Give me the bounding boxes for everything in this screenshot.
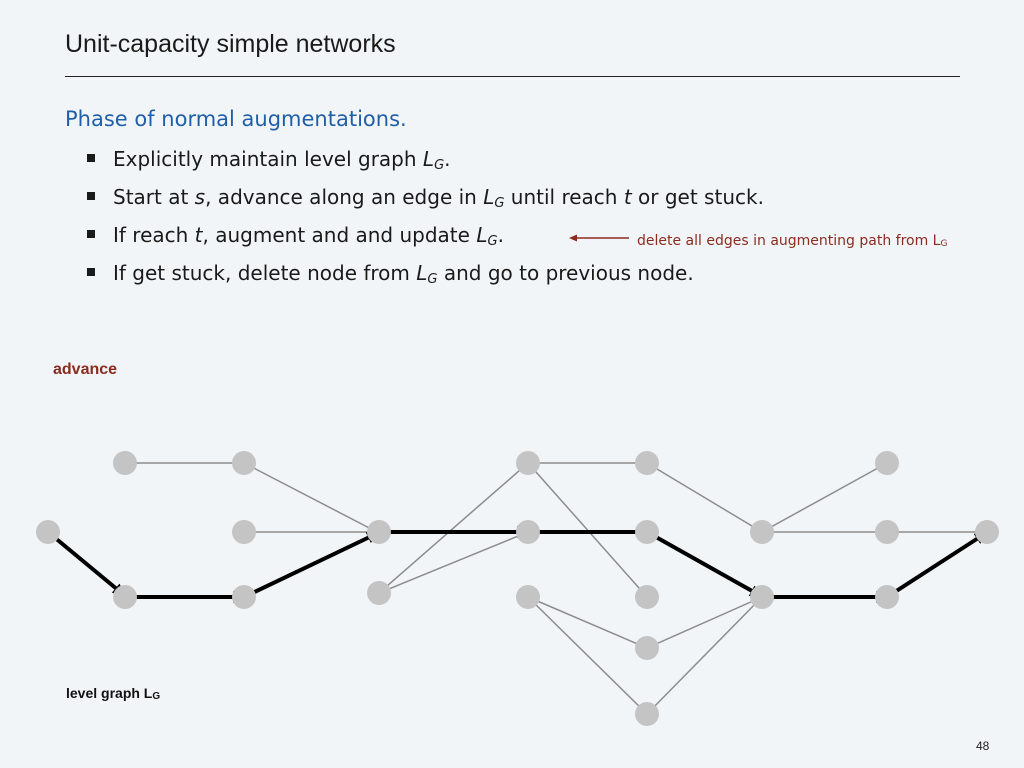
graph-nodes [36, 451, 999, 726]
graph-node [516, 585, 540, 609]
title-divider [65, 76, 960, 77]
bullet-item: If get stuck, delete node from LG and go… [87, 257, 764, 295]
graph-edge [378, 531, 529, 594]
graph-node [367, 581, 391, 605]
graph-edge [646, 596, 763, 715]
graph-node [516, 520, 540, 544]
advance-path [46, 526, 988, 603]
graph-node [875, 585, 899, 609]
path-edge [885, 531, 988, 599]
square-bullet-icon [87, 230, 95, 238]
annotation-arrow-icon [569, 234, 629, 242]
bullet-list: Explicitly maintain level graph LG. Star… [87, 143, 764, 295]
bullet-item: If reach t, augment and and update LG. [87, 219, 764, 257]
section-heading: Phase of normal augmentations. [65, 107, 407, 131]
graph-edge [378, 462, 529, 594]
graph-edge [527, 596, 648, 715]
square-bullet-icon [87, 268, 95, 276]
graph-node [875, 520, 899, 544]
graph-node [635, 702, 659, 726]
slide-title: Unit-capacity simple networks [65, 30, 396, 58]
graph-node [750, 520, 774, 544]
square-bullet-icon [87, 192, 95, 200]
path-edge [46, 530, 126, 597]
square-bullet-icon [87, 154, 95, 162]
graph-node [516, 451, 540, 475]
graph-node [232, 451, 256, 475]
graph-caption: level graph LG [66, 685, 161, 702]
graph-node [635, 451, 659, 475]
path-edge [243, 531, 380, 599]
graph-node [367, 520, 391, 544]
graph-edge [646, 596, 763, 649]
graph-node [113, 585, 137, 609]
graph-node [635, 585, 659, 609]
page-number: 48 [976, 739, 990, 753]
graph-node [113, 451, 137, 475]
graph-node [875, 451, 899, 475]
graph-node [232, 585, 256, 609]
bullet-item: Start at s, advance along an edge in LG … [87, 181, 764, 219]
bullet-item: Explicitly maintain level graph LG. [87, 143, 764, 181]
graph-edges [125, 460, 987, 715]
graph-node [232, 520, 256, 544]
graph-edge [761, 462, 888, 533]
graph-edge [243, 462, 378, 533]
graph-edge [527, 596, 648, 649]
annotation-text: delete all edges in augmenting path from… [637, 233, 948, 249]
graph-node [635, 636, 659, 660]
path-edge [646, 530, 763, 598]
graph-node [635, 520, 659, 544]
graph-node [36, 520, 60, 544]
step-label: advance [53, 361, 118, 378]
graph-node [975, 520, 999, 544]
graph-node [750, 585, 774, 609]
graph-edge [646, 462, 763, 533]
